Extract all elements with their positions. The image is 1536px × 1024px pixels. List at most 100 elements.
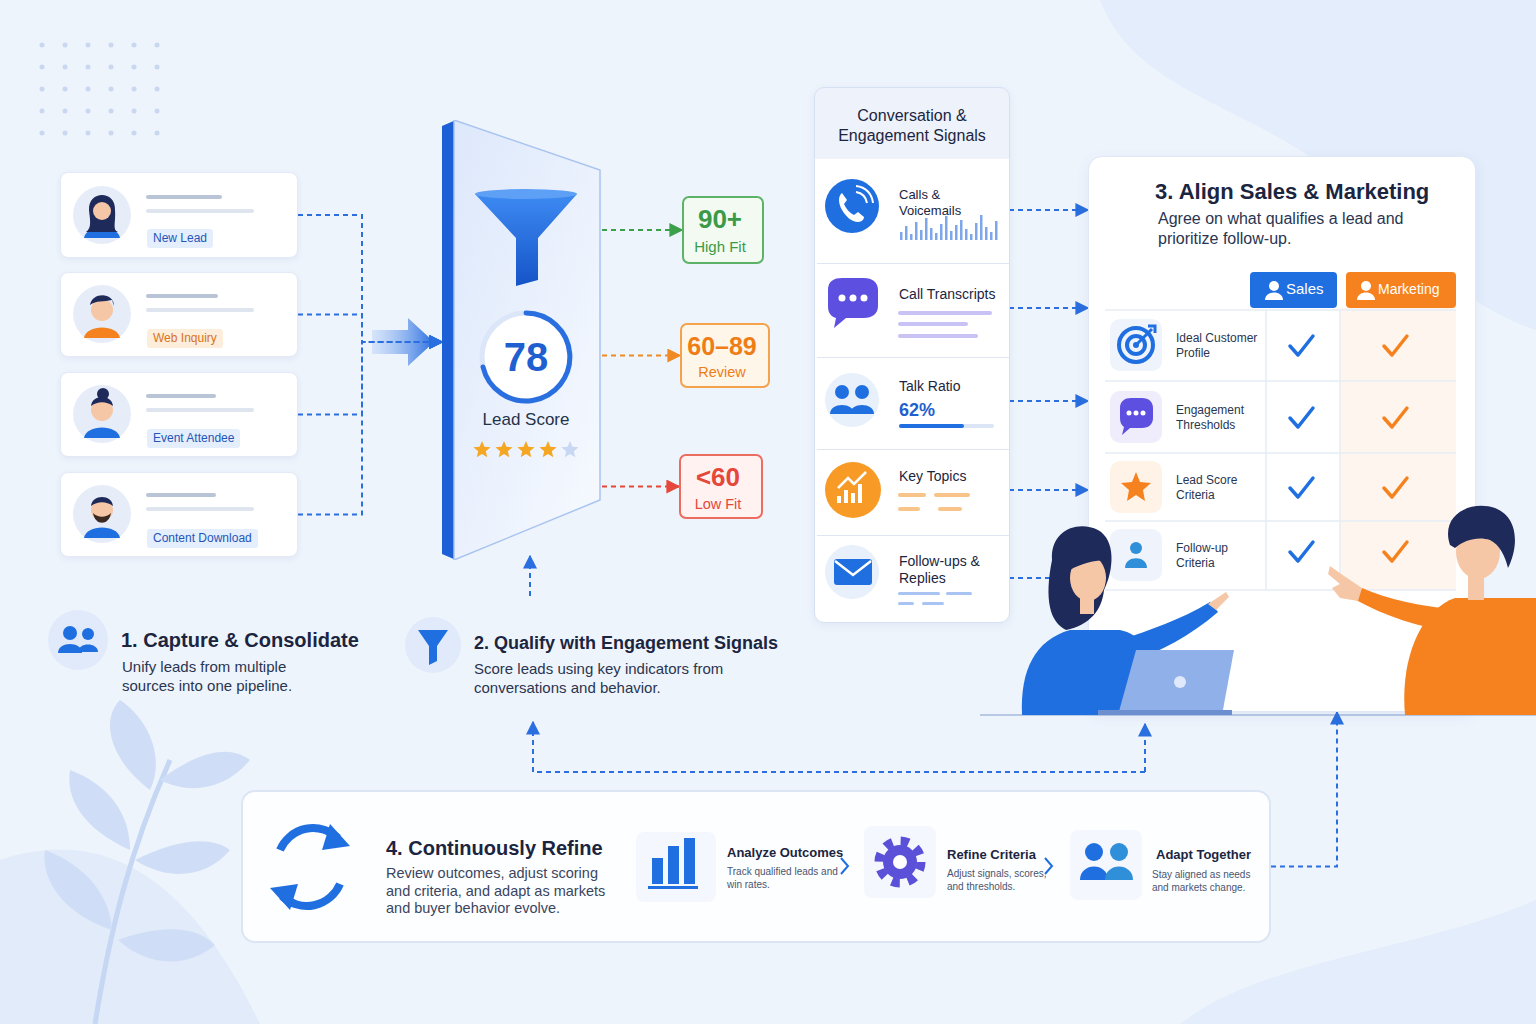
dot-grid — [40, 87, 45, 92]
band-range: 60–89 — [682, 331, 762, 362]
dot-grid — [86, 43, 91, 48]
placeholder-lines — [146, 408, 254, 412]
dot-grid — [155, 109, 160, 114]
panel-title: Conversation & Engagement Signals — [827, 106, 997, 145]
step-icons — [82, 628, 94, 640]
criteria-table — [1120, 398, 1153, 435]
refine-icons — [864, 826, 936, 898]
criteria-table — [1110, 461, 1162, 513]
waveform — [905, 226, 908, 240]
dot-grid — [86, 109, 91, 114]
lead-avatar — [93, 202, 111, 220]
people-illustration — [1470, 630, 1536, 715]
signal-icons — [834, 559, 872, 585]
criteria-table — [1119, 328, 1153, 362]
refine-icons — [1110, 843, 1128, 861]
band-name: High Fit — [684, 238, 756, 256]
lead-avatar — [91, 397, 113, 406]
connector-arrow — [298, 215, 442, 342]
lead-avatar — [91, 499, 113, 521]
criteria-table — [1105, 380, 1456, 382]
signal-icons — [825, 545, 879, 599]
dot-grid — [109, 65, 114, 70]
band-name: Review — [682, 364, 762, 382]
dot-grid — [132, 87, 137, 92]
criteria-table — [1125, 558, 1147, 568]
refine-icons — [270, 824, 1142, 910]
lead-avatar — [91, 299, 113, 321]
refine-icons — [1085, 843, 1103, 861]
waveform — [955, 225, 958, 240]
dot-grid — [132, 109, 137, 114]
criteria-table — [1110, 319, 1162, 371]
lead-avatar — [90, 295, 114, 306]
step-description: Unify leads from multiple sources into o… — [122, 658, 322, 696]
criteria-table — [1105, 520, 1456, 522]
people-illustration — [1448, 506, 1515, 568]
lead-avatar — [91, 198, 113, 220]
step-icons — [48, 610, 108, 670]
criteria-table — [1130, 542, 1142, 554]
dot-grid — [155, 43, 160, 48]
connector-arrow — [1009, 400, 1088, 402]
dot-grid — [86, 87, 91, 92]
criteria-table — [1134, 411, 1139, 416]
refine-icons — [1105, 867, 1133, 881]
lead-card: Web Inquiry — [60, 272, 298, 357]
step-icons — [405, 617, 461, 673]
dot-grid — [109, 43, 114, 48]
dot-grid — [63, 109, 68, 114]
dot-grid — [132, 43, 137, 48]
refine-icons — [322, 824, 350, 850]
lead-avatar — [84, 328, 120, 339]
dot-grid — [63, 65, 68, 70]
people-illustration — [1120, 602, 1218, 662]
connector-arrow — [298, 342, 442, 415]
step-title: 1. Capture & Consolidate — [121, 628, 359, 653]
signal-name: Talk Ratio — [899, 378, 999, 395]
step-description: Agree on what qualifies a lead and prior… — [1158, 209, 1413, 248]
lead-avatar — [91, 497, 113, 506]
criteria-table — [1340, 308, 1456, 590]
band-range: <60 — [681, 462, 755, 494]
connector-arrow — [1009, 577, 1088, 579]
step-title: 4. Continuously Refine — [386, 836, 603, 860]
people-illustration — [1356, 588, 1458, 632]
signal-icons — [835, 561, 871, 575]
signal-icons — [946, 592, 972, 595]
signal-icons — [825, 373, 879, 427]
waveform — [985, 227, 988, 240]
decorative-leaves — [160, 752, 250, 788]
placeholder-lines — [146, 507, 254, 511]
waveform — [975, 223, 978, 240]
signal-icons — [898, 493, 926, 497]
refine-icons — [841, 858, 848, 874]
dot-grid — [63, 87, 68, 92]
refine-panel: 4. Continuously RefineReview outcomes, a… — [241, 790, 1271, 943]
signal-icons — [861, 295, 868, 302]
align-panel: 3. Align Sales & MarketingAgree on what … — [1088, 156, 1476, 712]
dot-grid — [109, 109, 114, 114]
feedback-loop — [1144, 724, 1146, 772]
people-illustration — [1404, 598, 1536, 715]
decorative-leaves — [110, 700, 156, 790]
waveform — [900, 215, 998, 240]
criteria-table — [1290, 336, 1313, 355]
waveform — [915, 222, 918, 240]
signal-icons — [922, 602, 944, 605]
people-illustration — [1208, 592, 1229, 610]
people-illustration — [1070, 555, 1106, 601]
criteria-table — [1384, 478, 1407, 497]
source-tag: Event Attendee — [147, 429, 240, 448]
dot-grid — [86, 65, 91, 70]
criteria-table — [1384, 542, 1407, 561]
background-blob — [0, 850, 260, 1024]
people-illustration — [1022, 506, 1536, 715]
connector-arrow — [1009, 209, 1088, 211]
signal-icons — [934, 493, 970, 497]
criteria-table — [1290, 478, 1313, 497]
step-icons — [48, 610, 461, 673]
source-tag: Web Inquiry — [147, 329, 223, 348]
waveform — [995, 221, 998, 240]
